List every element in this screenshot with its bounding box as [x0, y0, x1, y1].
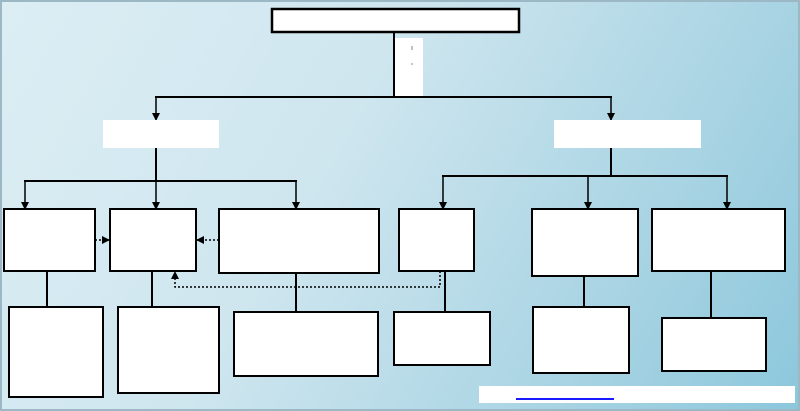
- node-box-6: [651, 208, 786, 272]
- node-box-5: [531, 208, 639, 277]
- connector-label-box: [395, 38, 423, 97]
- leaf-box-5: [532, 306, 630, 374]
- leaf-box-6: [661, 317, 767, 372]
- leaf-box-3: [233, 311, 379, 377]
- right-branch-box: [554, 120, 701, 148]
- left-branch-box: [103, 120, 219, 148]
- root-box: [270, 7, 521, 34]
- node-box-4: [398, 208, 475, 272]
- node-box-2: [109, 208, 197, 272]
- leaf-box-1: [8, 306, 104, 398]
- node-box-3: [218, 208, 380, 274]
- node-box-1: [3, 208, 96, 272]
- dashed-arrow: [171, 271, 441, 288]
- leaf-box-4: [393, 311, 491, 366]
- leaf-box-2: [117, 306, 220, 394]
- footer-strip: [479, 386, 795, 403]
